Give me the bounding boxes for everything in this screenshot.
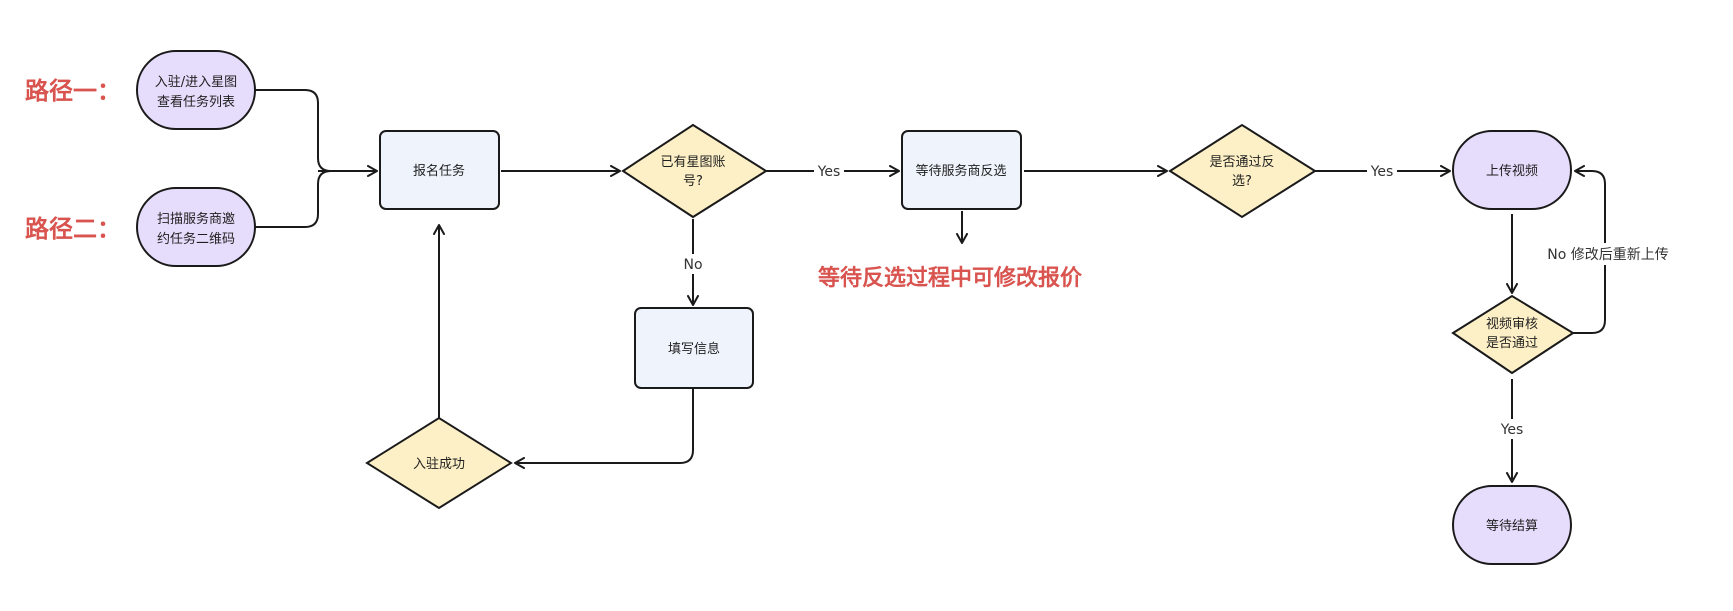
- node-signup-task[interactable]: 报名任务: [379, 130, 500, 210]
- edge-label-yes-1: Yes: [817, 164, 841, 180]
- node-video-review-decision[interactable]: 视频审核 是否通过: [1451, 294, 1575, 375]
- edge-label-no-1: No: [683, 257, 702, 273]
- node-has-account-decision[interactable]: 已有星图账 号?: [621, 123, 768, 219]
- node-wait-settlement[interactable]: 等待结算: [1452, 485, 1572, 565]
- node-settle-success[interactable]: 入驻成功: [365, 416, 513, 510]
- note-price-adjustable: 等待反选过程中可修改报价: [818, 265, 1083, 291]
- node-passed-line-2: 选?: [1232, 174, 1252, 189]
- node-review-line-2: 是否通过: [1486, 336, 1538, 351]
- node-has-account-line-1: 已有星图账: [660, 155, 725, 170]
- node-scan-line-2: 约任务二维码: [157, 231, 235, 247]
- node-wait-select-label: 等待服务商反选: [915, 163, 1006, 179]
- node-review-line-1: 视频审核: [1486, 317, 1538, 332]
- node-wait-provider-select[interactable]: 等待服务商反选: [901, 130, 1022, 210]
- node-enter-line-1: 入驻/进入星图: [155, 75, 237, 90]
- node-scan-line-1: 扫描服务商邀: [157, 211, 235, 227]
- node-passed-selection-decision[interactable]: 是否通过反 选?: [1168, 123, 1317, 219]
- node-upload-video-label: 上传视频: [1486, 164, 1538, 179]
- edge-fill-to-settle: [514, 388, 694, 469]
- edge-scan-to-signup: [255, 170, 332, 228]
- node-enter-star-map[interactable]: 入驻/进入星图 查看任务列表: [136, 50, 256, 130]
- edge-label-yes-2: Yes: [1370, 164, 1394, 180]
- node-fill-info[interactable]: 填写信息: [634, 307, 754, 389]
- node-has-account-line-2: 号?: [683, 174, 703, 189]
- node-wait-settlement-label: 等待结算: [1486, 518, 1538, 534]
- edge-enter-to-signup: [255, 89, 332, 172]
- node-scan-qr-code[interactable]: 扫描服务商邀 约任务二维码: [136, 187, 256, 267]
- node-upload-video[interactable]: 上传视频: [1452, 130, 1572, 210]
- node-signup-label: 报名任务: [413, 163, 465, 179]
- node-settle-success-label: 入驻成功: [413, 457, 465, 472]
- node-passed-line-1: 是否通过反: [1209, 155, 1274, 170]
- edge-label-yes-3: Yes: [1500, 422, 1524, 438]
- edge-label-no-retry: No 修改后重新上传: [1547, 247, 1669, 263]
- path-one-label: 路径一：: [25, 77, 121, 105]
- node-enter-line-2: 查看任务列表: [157, 94, 235, 110]
- path-two-label: 路径二：: [25, 215, 121, 243]
- node-fill-info-label: 填写信息: [668, 341, 720, 357]
